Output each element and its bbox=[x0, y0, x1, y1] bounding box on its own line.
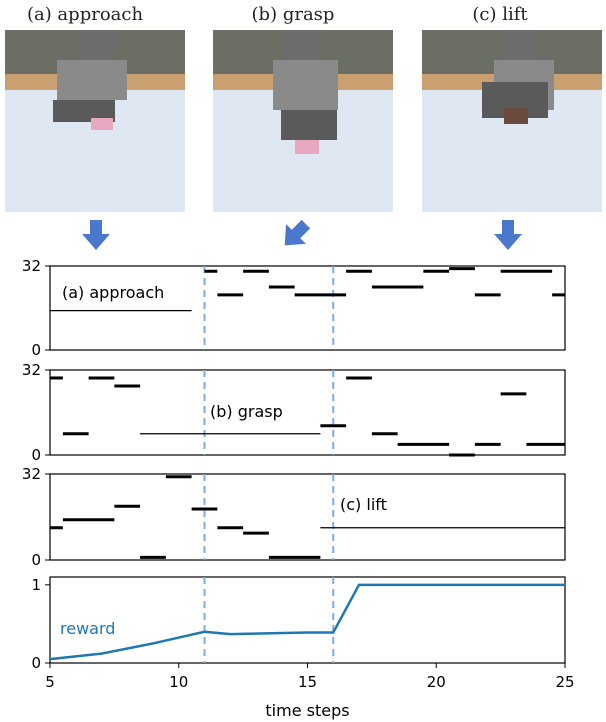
scene-image-lift bbox=[422, 30, 602, 212]
arrow-diagonal-icon bbox=[284, 219, 311, 246]
y-tick-label: 0 bbox=[31, 341, 41, 359]
x-tick-label: 10 bbox=[169, 673, 188, 691]
series-label: (c) lift bbox=[340, 495, 387, 514]
x-tick-label: 20 bbox=[427, 673, 446, 691]
series-label: (b) grasp bbox=[210, 402, 283, 421]
y-tick-label: 32 bbox=[22, 465, 41, 483]
x-tick-label: 15 bbox=[298, 673, 317, 691]
plot-frame bbox=[49, 369, 566, 456]
object-icon bbox=[295, 140, 319, 154]
arrow-down-icon bbox=[494, 220, 522, 250]
x-axis-label: time steps bbox=[265, 701, 349, 720]
x-tick-label: 5 bbox=[45, 673, 55, 691]
plot-frame bbox=[49, 265, 566, 351]
y-tick-label: 0 bbox=[31, 551, 41, 569]
plot-frame bbox=[49, 473, 566, 561]
series-label: (a) approach bbox=[62, 283, 164, 302]
y-tick-label: 0 bbox=[31, 654, 41, 672]
y-tick-label: 0 bbox=[31, 446, 41, 464]
panel-title-grasp: (b) grasp bbox=[252, 4, 335, 25]
y-tick-label: 32 bbox=[22, 257, 41, 275]
arrow-down-icon bbox=[82, 220, 110, 250]
x-tick-label: 25 bbox=[555, 673, 574, 691]
chart-panel-approach: 0 32 (a) approach bbox=[22, 257, 566, 359]
y-tick-label: 1 bbox=[31, 576, 41, 594]
y-tick-label: 32 bbox=[22, 361, 41, 379]
chart-panel-reward: 0 1 reward bbox=[31, 576, 566, 672]
plot-frame bbox=[49, 576, 566, 664]
scene-image-approach bbox=[5, 30, 185, 212]
series-label: reward bbox=[60, 619, 115, 638]
panel-title-approach: (a) approach bbox=[27, 4, 144, 25]
chart-panel-lift: 0 32 (c) lift bbox=[22, 465, 566, 569]
reward-line bbox=[49, 583, 565, 661]
panel-title-lift: (c) lift bbox=[472, 4, 528, 25]
object-icon bbox=[504, 108, 528, 124]
scene-image-grasp bbox=[213, 30, 393, 212]
chart-panel-grasp: 0 32 (b) grasp bbox=[22, 361, 566, 464]
object-icon bbox=[91, 118, 113, 130]
